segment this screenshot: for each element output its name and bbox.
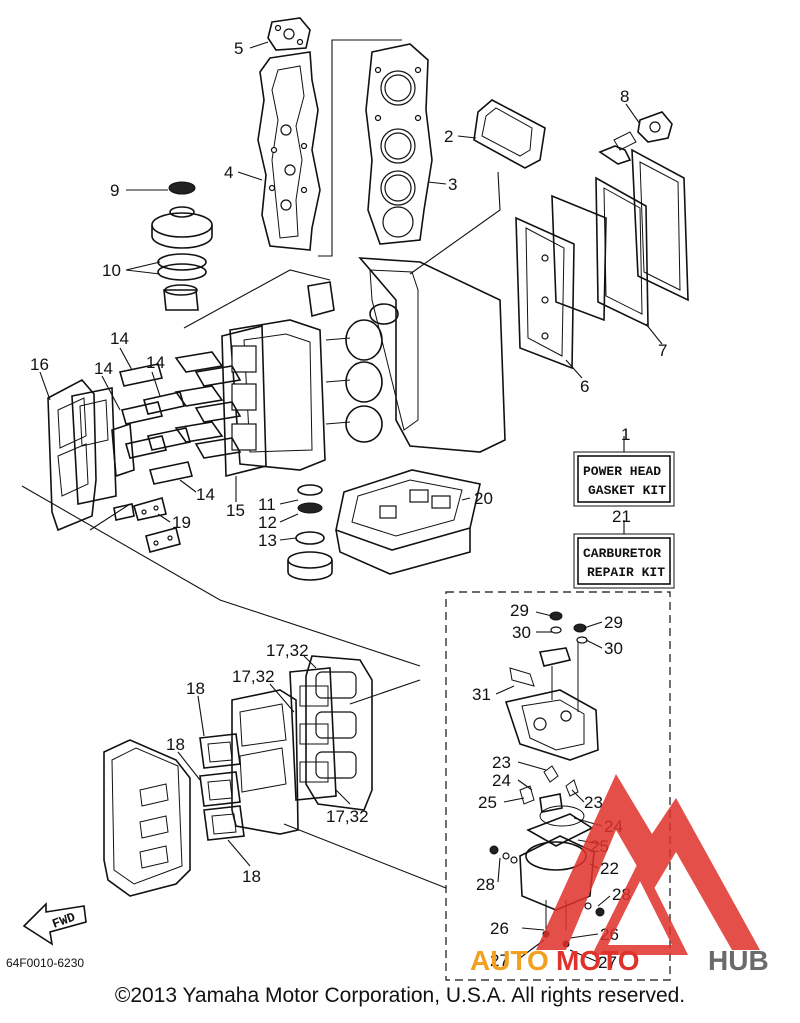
callout-16: 16 [30, 355, 49, 374]
callout-14-a: 14 [110, 329, 129, 348]
part-2-cover-gasket [473, 99, 546, 169]
callout-30-a: 30 [512, 623, 531, 642]
fwd-arrow-icon: FWD [22, 902, 87, 946]
part-14-reed-gaskets [118, 363, 194, 485]
part-7-cover-gasket [595, 148, 689, 328]
callout-31: 31 [472, 685, 491, 704]
callout-17-32-b: 17,32 [232, 667, 275, 686]
callout-27-a: 27 [490, 951, 509, 970]
carburetor-body [504, 611, 599, 761]
callout-22: 22 [600, 859, 619, 878]
power-head-kit-line1: POWER HEAD [583, 464, 661, 479]
callout-18-b: 18 [166, 735, 185, 754]
watermark-hub: HUB [708, 945, 769, 976]
part-15-intake-gasket [221, 324, 267, 478]
callout-12: 12 [258, 513, 277, 532]
carburetor-kit-box [573, 520, 675, 589]
callout-24-a: 24 [492, 771, 511, 790]
cylinder-block [229, 257, 506, 471]
power-head-kit-line2: GASKET KIT [588, 483, 666, 498]
part-11-13-seals [287, 484, 333, 581]
part-3-head-gasket [365, 43, 433, 245]
callout-29-a: 29 [510, 601, 529, 620]
callout-13: 13 [258, 531, 277, 550]
part-8-thermostat-cover [598, 111, 673, 165]
callout-23-b: 23 [584, 793, 603, 812]
callout-30-b: 30 [604, 639, 623, 658]
callout-20: 20 [474, 489, 493, 508]
callout-8: 8 [620, 87, 629, 106]
callout-11: 11 [258, 495, 276, 514]
callout-numbers: 5 4 3 2 8 9 10 7 6 14 14 14 14 16 15 19 … [30, 39, 667, 972]
callout-15: 15 [226, 501, 245, 520]
part-10-o-ring [157, 253, 207, 311]
callout-10: 10 [102, 261, 121, 280]
watermark-moto: MOTO [556, 945, 639, 976]
fwd-label: FWD [50, 910, 77, 932]
callout-19: 19 [172, 513, 191, 532]
document-code: 64F0010-6230 [6, 956, 85, 970]
callout-26-a: 26 [490, 919, 509, 938]
part-9-oil-seal [151, 181, 213, 249]
reed-valve-blocks [174, 351, 242, 459]
callout-4: 4 [224, 163, 233, 182]
power-head-kit-box [573, 436, 675, 507]
callout-29-b: 29 [604, 613, 623, 632]
callout-6: 6 [580, 377, 589, 396]
callout-17-32-c: 17,32 [326, 807, 369, 826]
callout-14-b: 14 [146, 353, 165, 372]
carburetor-kit-line2: REPAIR KIT [587, 565, 665, 580]
carburetor-kit-line1: CARBURETOR [583, 546, 661, 561]
intake-silencer-cover [103, 739, 191, 897]
callout-23-a: 23 [492, 753, 511, 772]
carb-mounting-plates [231, 689, 299, 835]
part-18-gaskets [199, 733, 245, 841]
kit-21-number: 21 [612, 507, 631, 526]
callout-3: 3 [448, 175, 457, 194]
assembly-guide-lines [21, 39, 501, 889]
callout-17-32-a: 17,32 [266, 641, 309, 660]
callout-27-b: 27 [598, 953, 617, 972]
callout-25-a: 25 [478, 793, 497, 812]
callout-14-c: 14 [94, 359, 113, 378]
watermark-text: AUTO MOTO HUB [470, 945, 769, 976]
part-5-cover-gasket [267, 17, 311, 51]
callout-18-c: 18 [242, 867, 261, 886]
callout-7: 7 [658, 341, 667, 360]
part-20-base-gasket [335, 469, 481, 575]
part-17-32-gaskets [289, 655, 373, 811]
part-4-exhaust-gasket [257, 51, 321, 251]
callout-28-a: 28 [476, 875, 495, 894]
copyright-notice: ©2013 Yamaha Motor Corporation, U.S.A. A… [114, 984, 686, 1007]
part-16-intake-plate-gasket [47, 378, 117, 532]
kit-1-number: 1 [621, 425, 630, 444]
callout-14-d: 14 [196, 485, 215, 504]
callout-18-a: 18 [186, 679, 205, 698]
callout-9: 9 [110, 181, 119, 200]
callout-5: 5 [234, 39, 243, 58]
watermark-logo [536, 774, 760, 955]
callout-2: 2 [444, 127, 453, 146]
carburetor-section-frame [445, 591, 671, 981]
watermark-auto: AUTO [470, 945, 549, 976]
part-19-small-gaskets [111, 422, 181, 553]
part-6-inner-gasket [515, 194, 607, 370]
